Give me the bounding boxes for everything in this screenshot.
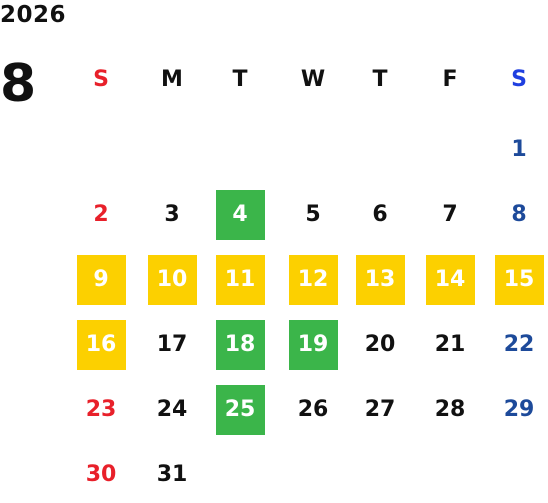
weekday-wed: W (300, 67, 326, 92)
day-cell-21[interactable]: 21 (434, 332, 466, 357)
day-cell-4[interactable]: 4 (215, 190, 265, 240)
day-cell-25[interactable]: 25 (215, 385, 265, 435)
day-cell-12[interactable]: 12 (288, 255, 338, 305)
day-cell-26[interactable]: 26 (297, 397, 329, 422)
day-cell-5[interactable]: 5 (305, 202, 321, 227)
weekday-mon: M (161, 67, 183, 92)
month-label: 8 (0, 54, 37, 114)
weekday-fri: F (442, 67, 458, 92)
day-cell-24[interactable]: 24 (156, 397, 188, 422)
day-cell-13[interactable]: 13 (355, 255, 405, 305)
day-cell-15[interactable]: 15 (494, 255, 544, 305)
day-cell-3[interactable]: 3 (164, 202, 180, 227)
day-cell-23[interactable]: 23 (85, 397, 117, 422)
day-cell-14[interactable]: 14 (425, 255, 475, 305)
weekday-sat: S (511, 67, 527, 92)
day-cell-11[interactable]: 11 (215, 255, 265, 305)
day-cell-18[interactable]: 18 (215, 320, 265, 370)
day-cell-29[interactable]: 29 (503, 397, 535, 422)
day-cell-7[interactable]: 7 (442, 202, 458, 227)
day-cell-1[interactable]: 1 (511, 137, 527, 162)
day-cell-16[interactable]: 16 (76, 320, 126, 370)
day-cell-2[interactable]: 2 (93, 202, 109, 227)
weekday-tue: T (232, 67, 248, 92)
day-cell-10[interactable]: 10 (147, 255, 197, 305)
day-cell-31[interactable]: 31 (156, 462, 188, 487)
day-cell-8[interactable]: 8 (511, 202, 527, 227)
day-cell-17[interactable]: 17 (156, 332, 188, 357)
weekday-sun: S (93, 67, 109, 92)
year-label: 2026 (0, 2, 67, 28)
day-cell-27[interactable]: 27 (364, 397, 396, 422)
day-cell-19[interactable]: 19 (288, 320, 338, 370)
day-cell-20[interactable]: 20 (364, 332, 396, 357)
day-cell-30[interactable]: 30 (85, 462, 117, 487)
day-cell-9[interactable]: 9 (76, 255, 126, 305)
weekday-thu: T (372, 67, 388, 92)
day-cell-28[interactable]: 28 (434, 397, 466, 422)
day-cell-22[interactable]: 22 (503, 332, 535, 357)
day-cell-6[interactable]: 6 (372, 202, 388, 227)
